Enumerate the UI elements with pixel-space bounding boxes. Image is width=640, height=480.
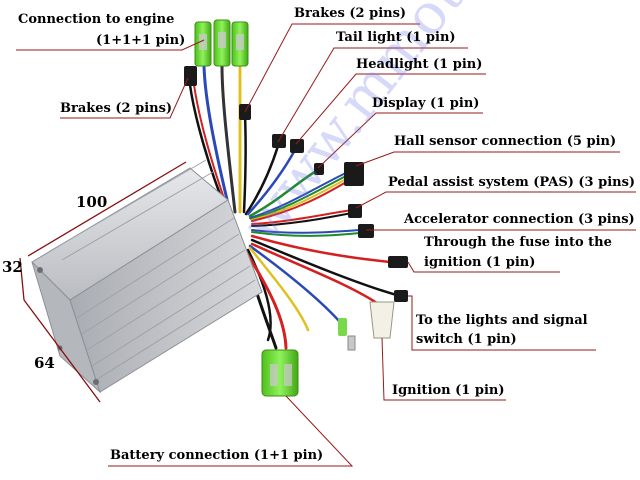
- label-fuse-line2: ignition (1 pin): [424, 255, 536, 270]
- wire-harness: [188, 64, 402, 350]
- label-battery: Battery connection (1+1 pin): [110, 448, 324, 463]
- small-connectors: [184, 66, 408, 302]
- ignition-plug: [369, 301, 395, 339]
- battery-connector: [261, 349, 299, 397]
- dimension-height: 32: [2, 258, 23, 276]
- leader-lines: [16, 23, 636, 467]
- label-display: Display (1 pin): [372, 96, 480, 111]
- label-accelerator: Accelerator connection (3 pins): [404, 212, 635, 227]
- label-hall-sensor: Hall sensor connection (5 pin): [394, 134, 617, 149]
- terminals: [338, 318, 356, 351]
- label-ignition: Ignition (1 pin): [392, 383, 505, 398]
- label-engine: Connection to engine: [18, 12, 175, 27]
- dimension-width: 64: [34, 354, 55, 372]
- label-fuse-line1: Through the fuse into the: [424, 235, 612, 250]
- label-lights-line1: To the lights and signal: [416, 313, 588, 328]
- controller-housing: [31, 159, 263, 394]
- dimension-length: 100: [76, 193, 108, 211]
- label-lights-line2: switch (1 pin): [416, 332, 517, 347]
- dimension-lines: [19, 161, 187, 403]
- label-pas: Pedal assist system (PAS) (3 pins): [388, 175, 636, 190]
- label-brakes-top: Brakes (2 pins): [294, 6, 407, 21]
- label-brakes-left: Brakes (2 pins): [60, 101, 173, 116]
- label-headlight: Headlight (1 pin): [356, 57, 483, 72]
- engine-connectors: [194, 19, 249, 67]
- label-engine-pins: (1+1+1 pin): [96, 33, 186, 48]
- label-tail-light: Tail light (1 pin): [336, 30, 456, 45]
